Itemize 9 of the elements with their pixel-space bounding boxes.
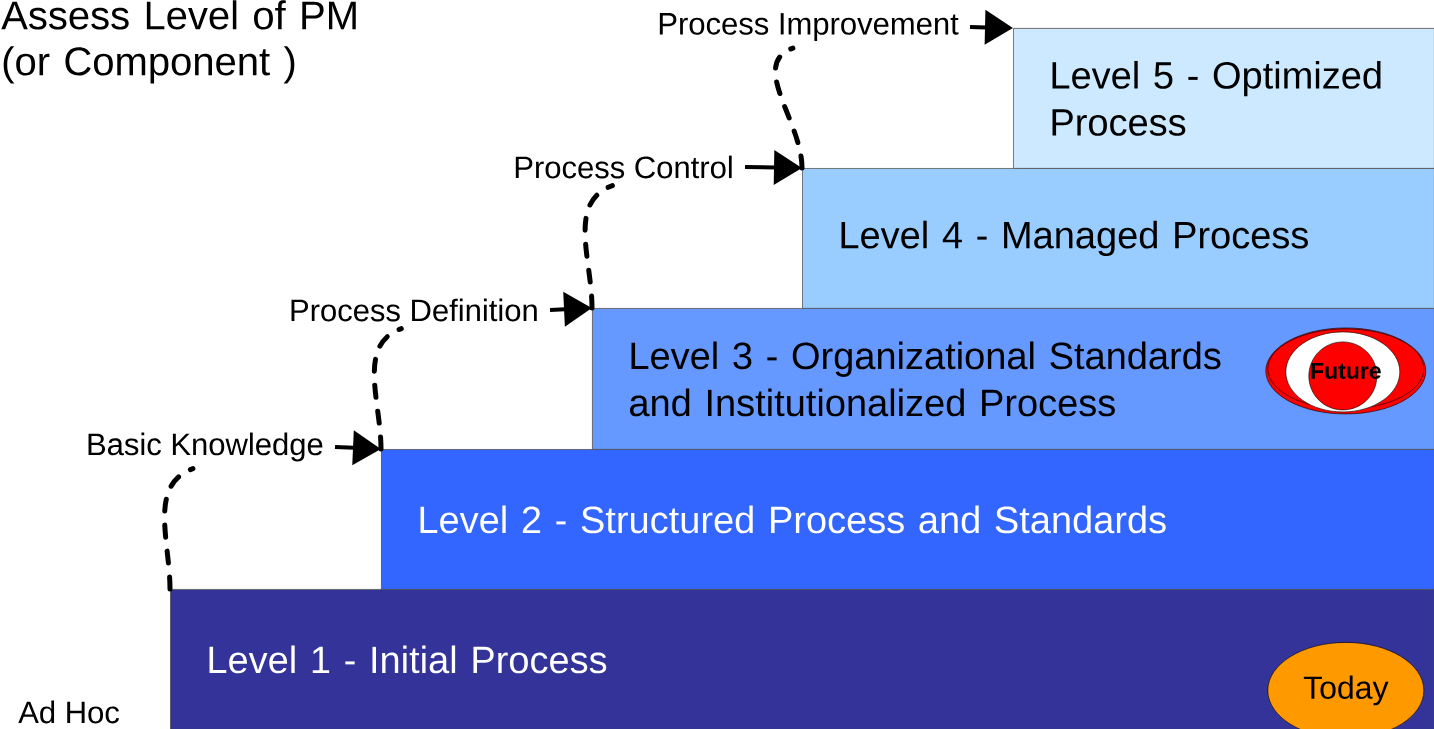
side-label: Ad Hoc xyxy=(18,700,119,724)
stage-label: Basic Knowledge xyxy=(88,432,323,462)
stage-label: Process Improvement xyxy=(659,13,959,41)
stage-label: Process Control xyxy=(515,155,732,179)
title: Assess Level of PM (or Component ) xyxy=(1,0,356,84)
step-box: Level 5 - Optimized Process xyxy=(1013,28,1434,169)
step-box: Level 4 - Managed Process xyxy=(802,168,1434,309)
stage-label: Process Definition xyxy=(291,298,537,322)
step-box: Level 2 - Structured Process and Standards xyxy=(381,449,1434,590)
